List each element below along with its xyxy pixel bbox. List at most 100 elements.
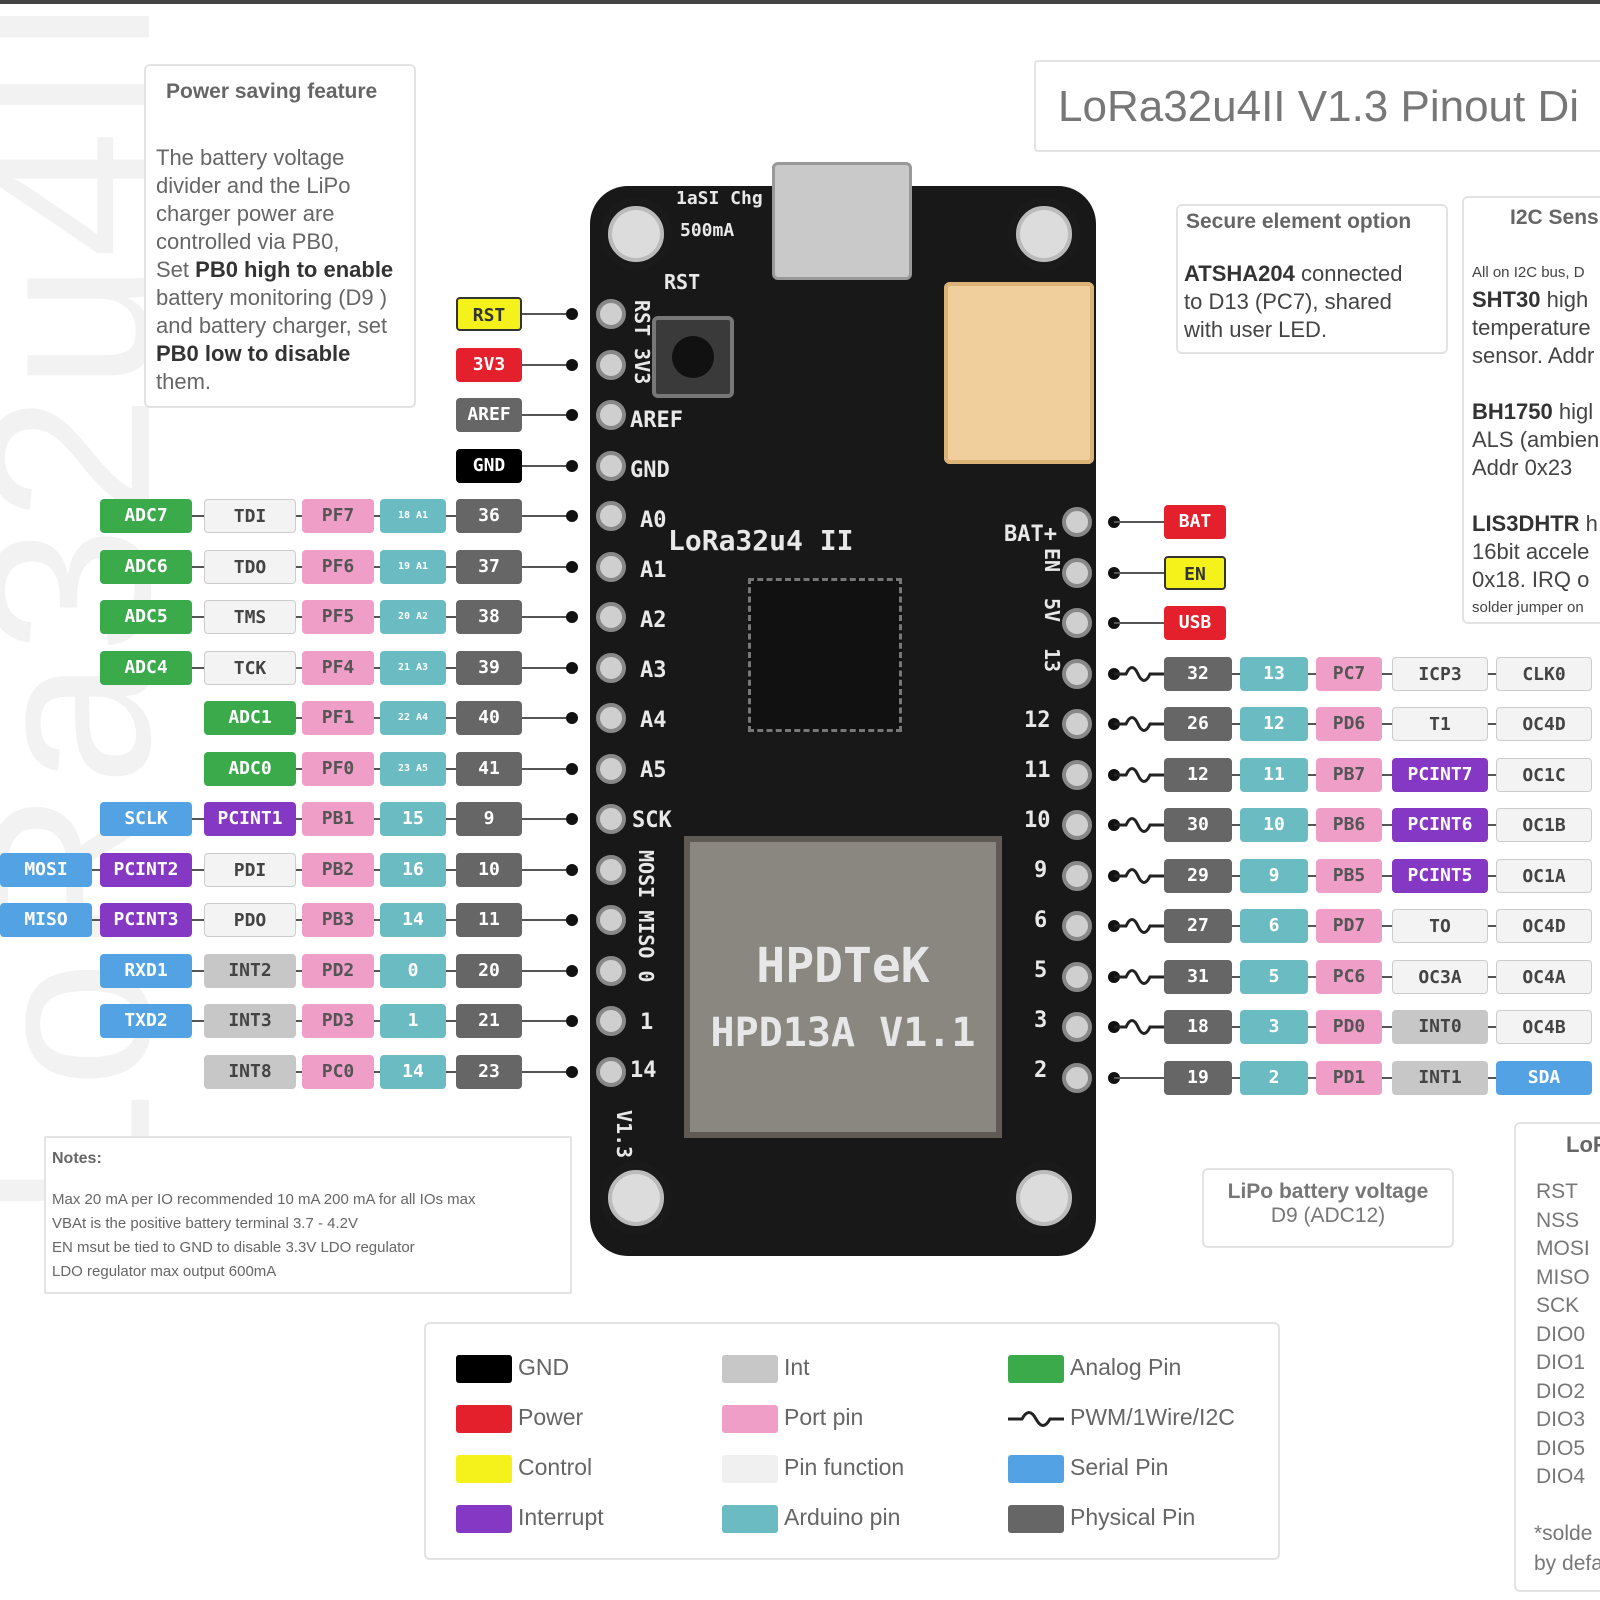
- pin-pad: [596, 349, 626, 380]
- mounting-hole: [600, 198, 672, 270]
- connector-line: [192, 919, 204, 921]
- board-silk-left: A5: [640, 758, 667, 783]
- connector-line: [374, 767, 380, 770]
- pin-label: PD2: [302, 953, 374, 988]
- pin-label: 11: [456, 903, 522, 937]
- connector-line: [1232, 1076, 1240, 1079]
- connector-line: [446, 515, 456, 517]
- board-silk-left: A4: [640, 708, 667, 733]
- legend-item: Analog Pin: [1008, 1352, 1181, 1383]
- pin-pad: [1062, 961, 1092, 992]
- pin-label: OC3A: [1392, 959, 1488, 994]
- connector-line: [296, 565, 302, 568]
- pin-dot: [566, 863, 578, 876]
- pin-label: 5: [1240, 959, 1308, 994]
- connector-line: [522, 666, 572, 669]
- connector-line: [446, 666, 456, 669]
- pin-label: 13: [1240, 656, 1308, 691]
- pin-pad: [1062, 860, 1092, 891]
- connector-line: [522, 363, 572, 366]
- page-title: LoRa32u4II V1.3 Pinout Di: [1058, 82, 1580, 131]
- pin-label: 19 A1: [380, 549, 446, 584]
- pin-pad: [596, 551, 626, 582]
- legend-item: Port pin: [722, 1402, 863, 1433]
- power-saving-box: Power saving feature The battery voltage…: [144, 64, 416, 408]
- board-silk-right: 10: [1024, 808, 1051, 833]
- connector-line: [1488, 925, 1496, 927]
- connector-line: [296, 868, 302, 871]
- connector-line: [1488, 773, 1496, 776]
- note-line: VBAt is the positive battery terminal 3.…: [52, 1215, 358, 1232]
- pwm-wave-icon: [1114, 1019, 1166, 1035]
- power-line-bold: PB0 low to disable: [156, 341, 351, 366]
- pin-pad: [596, 1056, 626, 1087]
- pin-label: PC0: [302, 1054, 374, 1089]
- pin-pad: [1062, 658, 1092, 689]
- connector-line: [192, 515, 204, 517]
- sensor-name: SHT30: [1472, 287, 1541, 312]
- pin-pad: [1062, 1062, 1092, 1093]
- legend-swatch: [722, 1404, 778, 1433]
- pin-label: OC1B: [1496, 808, 1592, 842]
- pin-label: PC6: [1316, 959, 1382, 994]
- connector-line: [522, 969, 572, 972]
- secure-element-heading: Secure element option: [1186, 210, 1412, 233]
- board-silk-left: A0: [640, 508, 667, 533]
- board-silk-right: 5: [1034, 958, 1048, 983]
- pin-label: AREF: [456, 398, 522, 432]
- pin-pad: [596, 501, 626, 531]
- pin-pad: [596, 299, 626, 329]
- sensor-line: ALS (ambien: [1472, 427, 1600, 452]
- secure-element-text: ATSHA204 connected to D13 (PC7), shared …: [1184, 260, 1403, 344]
- connector-line: [1382, 925, 1392, 927]
- pin-label: 0: [380, 953, 446, 988]
- connector-line: [374, 565, 380, 568]
- connector-line: [1232, 773, 1240, 776]
- pin-label: INT1: [1392, 1060, 1488, 1095]
- lora-pin-item: SCK: [1536, 1294, 1580, 1317]
- pin-label: T1: [1392, 707, 1488, 741]
- board-silk-right: EN: [1040, 548, 1064, 573]
- usb-connector: [772, 162, 912, 280]
- sensor-line: sensor. Addr: [1472, 343, 1595, 368]
- connector-line: [192, 666, 204, 669]
- legend-item: Physical Pin: [1008, 1502, 1195, 1533]
- board-silk-left: MOSI MISO 0: [634, 850, 658, 983]
- battery-connector: [944, 282, 1094, 464]
- power-saving-heading: Power saving feature: [166, 80, 378, 103]
- connector-line: [446, 1020, 456, 1022]
- connector-line: [1114, 1076, 1164, 1079]
- pin-label: PCINT7: [1392, 757, 1488, 792]
- connector-line: [1488, 874, 1496, 877]
- connector-line: [1114, 622, 1164, 624]
- pin-label: 14: [380, 903, 446, 937]
- pin-label: MISO: [0, 903, 92, 937]
- pin-label: INT3: [204, 1004, 296, 1038]
- pin-dot: [566, 409, 578, 421]
- pin-label: 40: [456, 701, 522, 735]
- pin-pad: [1062, 759, 1092, 790]
- pin-label: 21 A3: [380, 650, 446, 685]
- secure-element-box: Secure element option ATSHA204 connected…: [1176, 204, 1448, 354]
- connector-line: [1114, 521, 1164, 523]
- connector-line: [522, 313, 572, 315]
- pin-pad: [1062, 507, 1092, 537]
- pin-label: OC4D: [1496, 707, 1592, 741]
- pin-label: INT8: [204, 1054, 296, 1089]
- board-silk-right: 11: [1024, 758, 1051, 783]
- pin-label: 3: [1240, 1010, 1308, 1044]
- pin-label: TXD2: [100, 1004, 192, 1038]
- pin-label: PCINT5: [1392, 858, 1488, 893]
- connector-line: [522, 565, 572, 568]
- pin-label: ADC7: [100, 499, 192, 533]
- pin-label: ADC1: [204, 701, 296, 735]
- secure-line: connected: [1294, 261, 1403, 286]
- lora-pin-item: DIO1: [1536, 1351, 1586, 1374]
- connector-line: [522, 818, 572, 820]
- secure-element-chip: ATSHA204: [1184, 261, 1295, 286]
- pin-dot: [566, 560, 578, 573]
- sensor-line: 0x18. IRQ o: [1472, 567, 1590, 592]
- pin-label: INT0: [1392, 1010, 1488, 1044]
- legend-swatch: [456, 1354, 512, 1383]
